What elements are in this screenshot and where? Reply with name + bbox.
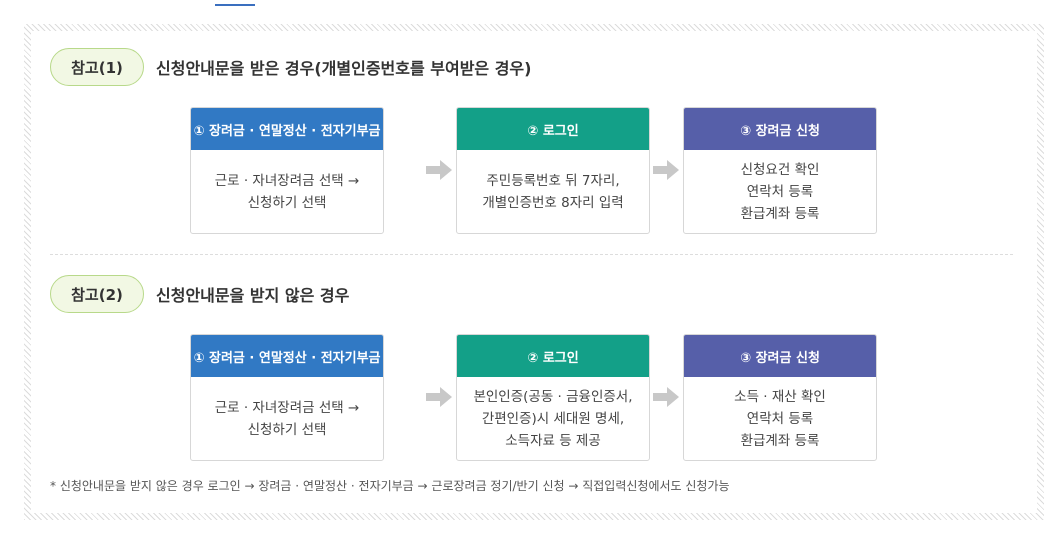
step-line: 근로 · 자녀장려금 선택 → [214, 172, 360, 189]
step-body: 근로 · 자녀장려금 선택 → 신청하기 선택 [191, 150, 383, 233]
step-title: ② 로그인 [457, 335, 649, 377]
step-line: 소득 · 재산 확인 [734, 388, 826, 405]
step-line: 환급계좌 등록 [740, 432, 820, 449]
step-card-1: ① 장려금 · 연말정산 · 전자기부금 근로 · 자녀장려금 선택 → 신청하… [190, 334, 384, 461]
step-body: 소득 · 재산 확인 연락처 등록 환급계좌 등록 [684, 377, 876, 460]
reference-badge: 참고(1) [50, 48, 144, 86]
step-title: ③ 장려금 신청 [684, 335, 876, 377]
section-title: 신청안내문을 받지 않은 경우 [156, 286, 350, 305]
step-title: ② 로그인 [457, 108, 649, 150]
step-body: 근로 · 자녀장려금 선택 → 신청하기 선택 [191, 377, 383, 460]
step-line: 주민등록번호 뒤 7자리, [486, 172, 620, 189]
step-line: 신청하기 선택 [247, 194, 327, 211]
arrow-right-icon [653, 160, 679, 180]
step-line: 신청하기 선택 [247, 421, 327, 438]
section-header: 참고(2) 신청안내문을 받지 않은 경우 [50, 275, 349, 313]
step-line: 개별인증번호 8자리 입력 [482, 194, 624, 211]
section-title: 신청안내문을 받은 경우(개별인증번호를 부여받은 경우) [156, 59, 532, 78]
step-body: 신청요건 확인 연락처 등록 환급계좌 등록 [684, 150, 876, 233]
step-line: 소득자료 등 제공 [505, 432, 601, 449]
info-box: 참고(1) 신청안내문을 받은 경우(개별인증번호를 부여받은 경우) ① 장려… [31, 31, 1037, 513]
step-title: ① 장려금 · 연말정산 · 전자기부금 [191, 335, 383, 377]
step-line: 본인인증(공동 · 금융인증서, [473, 388, 633, 405]
step-line: 간편인증)시 세대원 명세, [481, 410, 625, 427]
top-cut-underline [215, 0, 255, 6]
arrow-right-icon [426, 160, 452, 180]
step-card-2: ② 로그인 주민등록번호 뒤 7자리, 개별인증번호 8자리 입력 [456, 107, 650, 234]
step-card-3: ③ 장려금 신청 소득 · 재산 확인 연락처 등록 환급계좌 등록 [683, 334, 877, 461]
step-title: ③ 장려금 신청 [684, 108, 876, 150]
step-card-1: ① 장려금 · 연말정산 · 전자기부금 근로 · 자녀장려금 선택 → 신청하… [190, 107, 384, 234]
footnote: * 신청안내문을 받지 않은 경우 로그인 → 장려금 · 연말정산 · 전자기… [50, 479, 730, 493]
step-card-2: ② 로그인 본인인증(공동 · 금융인증서, 간편인증)시 세대원 명세, 소득… [456, 334, 650, 461]
step-body: 본인인증(공동 · 금융인증서, 간편인증)시 세대원 명세, 소득자료 등 제… [457, 377, 649, 460]
section-header: 참고(1) 신청안내문을 받은 경우(개별인증번호를 부여받은 경우) [50, 48, 531, 86]
step-line: 연락처 등록 [746, 410, 814, 427]
step-line: 근로 · 자녀장려금 선택 → [214, 399, 360, 416]
arrow-right-icon [426, 387, 452, 407]
step-title: ① 장려금 · 연말정산 · 전자기부금 [191, 108, 383, 150]
step-body: 주민등록번호 뒤 7자리, 개별인증번호 8자리 입력 [457, 150, 649, 233]
step-line: 연락처 등록 [746, 183, 814, 200]
step-line: 신청요건 확인 [740, 161, 820, 178]
arrow-right-icon [653, 387, 679, 407]
step-line: 환급계좌 등록 [740, 205, 820, 222]
section-divider [50, 254, 1013, 255]
reference-badge: 참고(2) [50, 275, 144, 313]
info-box-frame: 참고(1) 신청안내문을 받은 경우(개별인증번호를 부여받은 경우) ① 장려… [24, 24, 1044, 520]
step-card-3: ③ 장려금 신청 신청요건 확인 연락처 등록 환급계좌 등록 [683, 107, 877, 234]
